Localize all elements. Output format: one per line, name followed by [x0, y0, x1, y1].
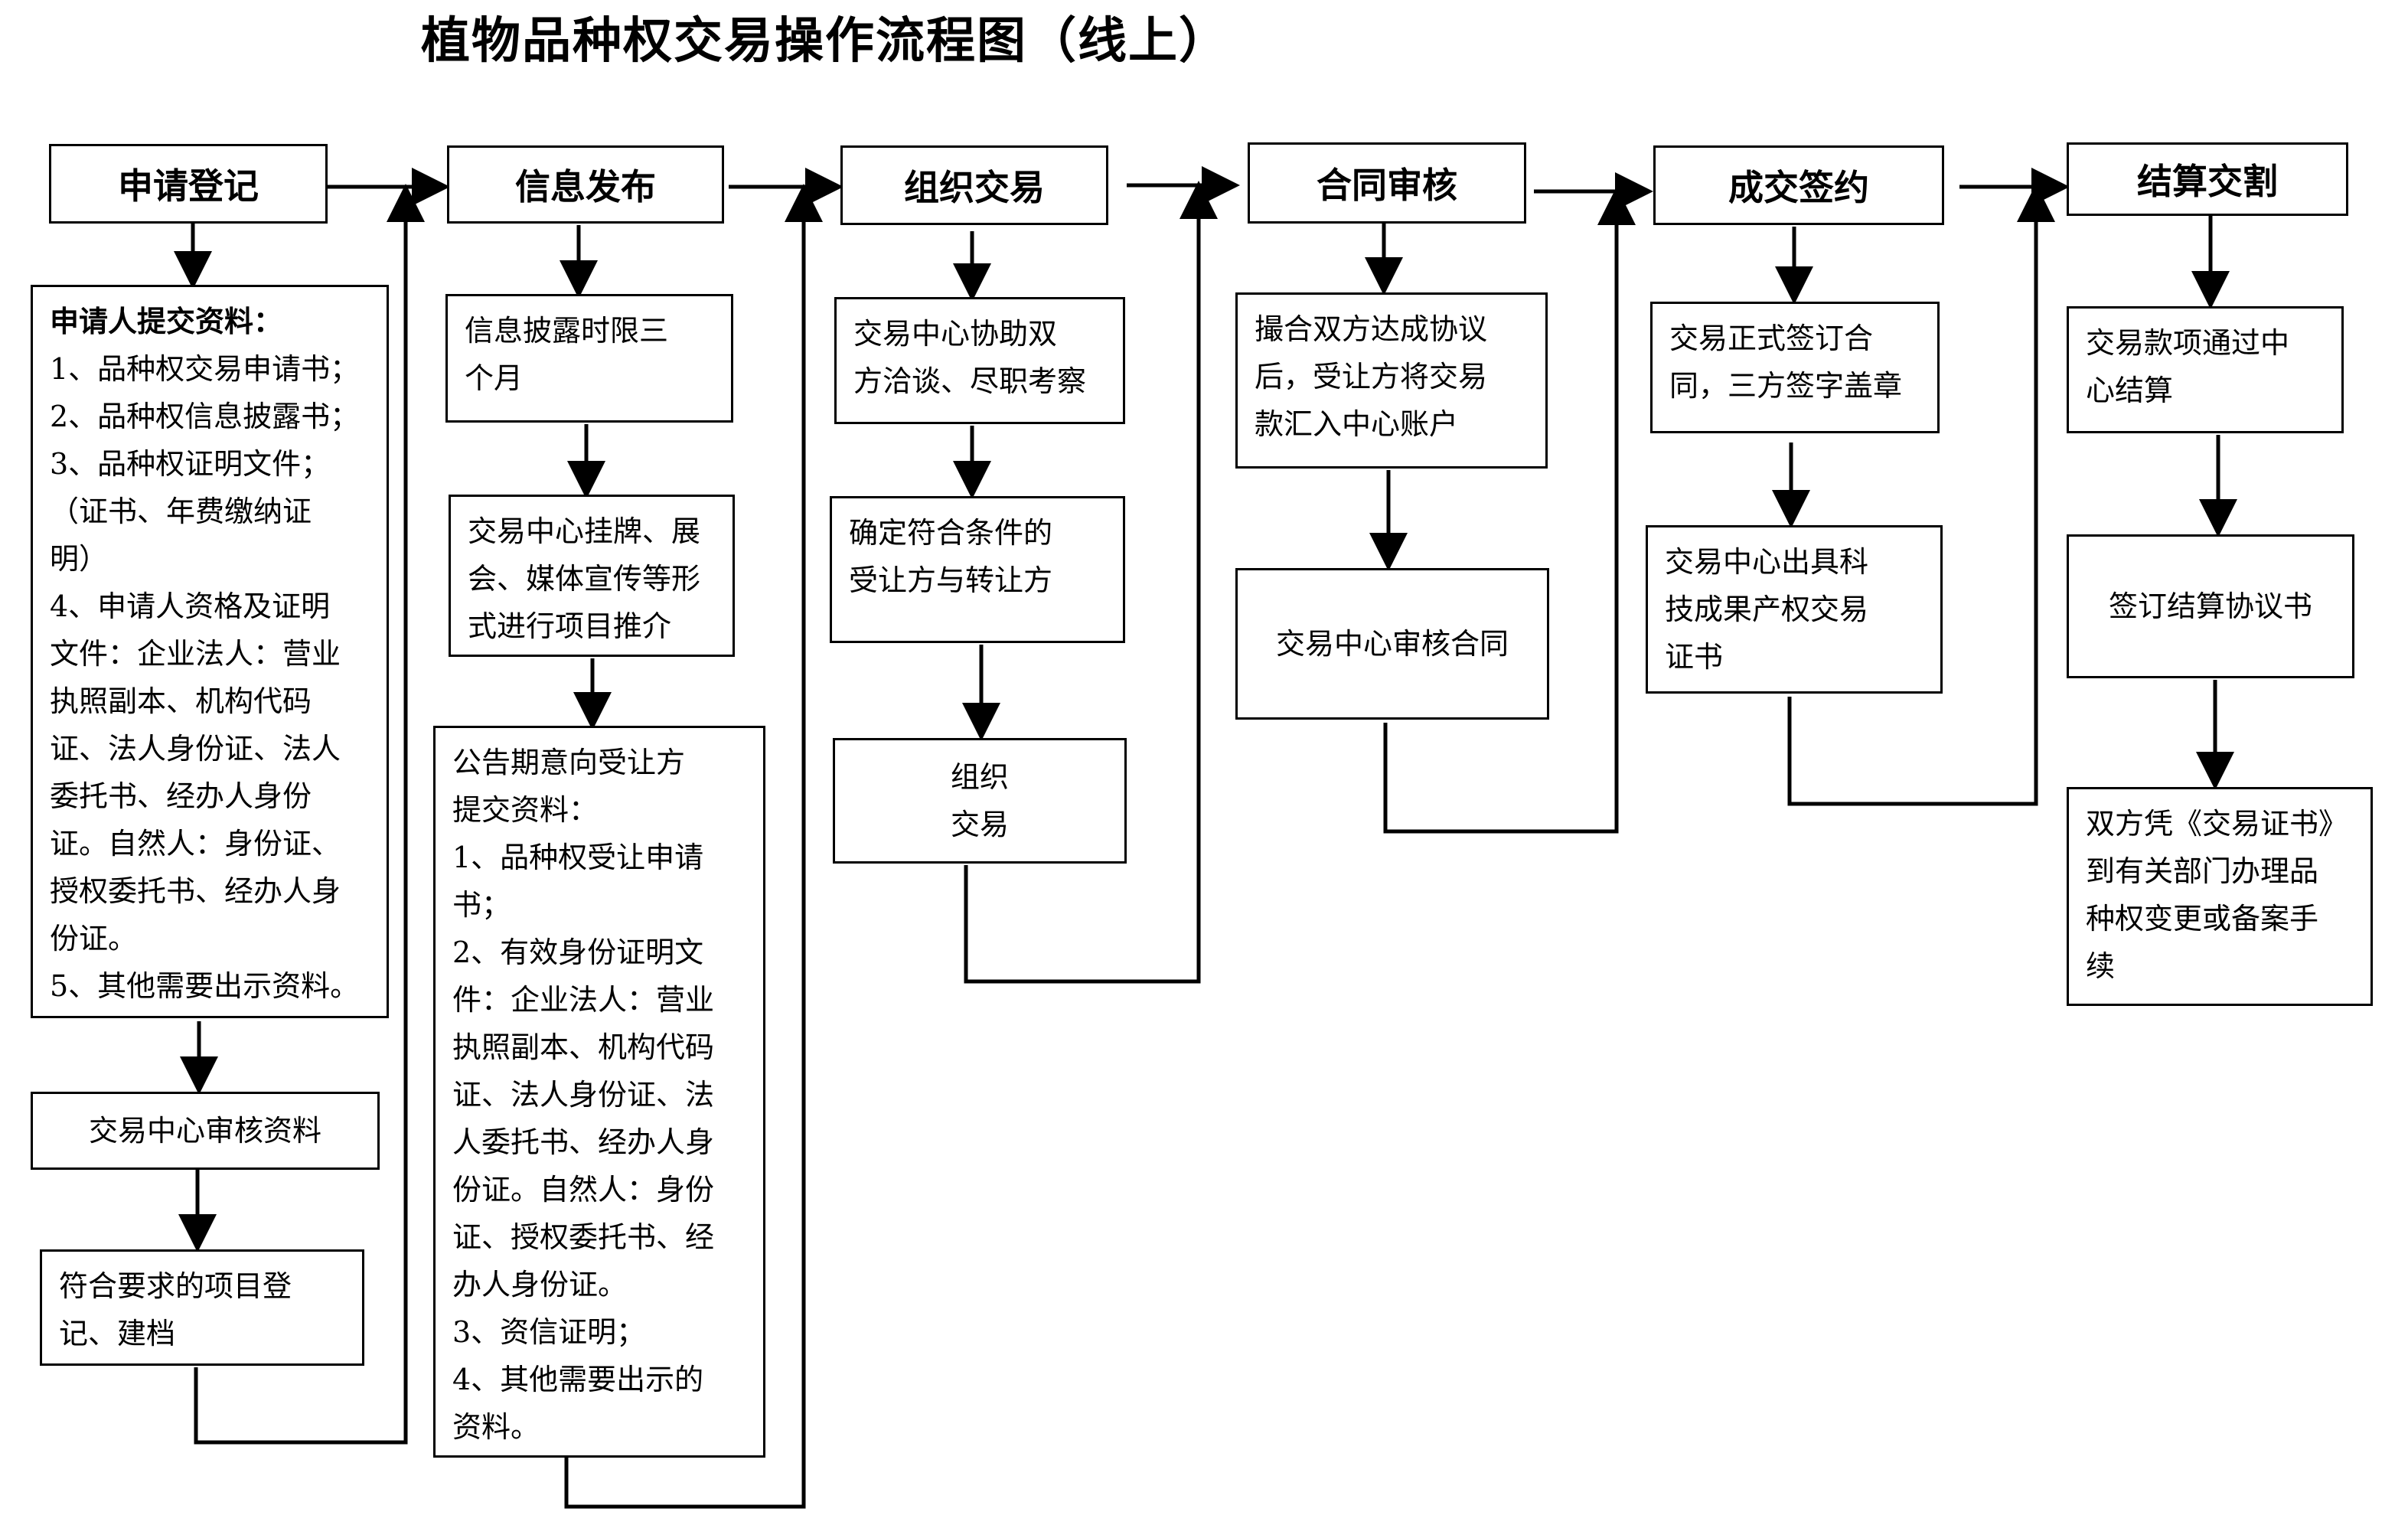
step-box-1-3: 符合要求的项目登记、建档 — [40, 1249, 364, 1366]
step-text-line: 交易中心挂牌、展 — [468, 514, 701, 548]
step-text-line: 符合要求的项目登 — [59, 1269, 292, 1303]
step-text-line: 同，三方签字盖章 — [1669, 369, 1903, 403]
page-title: 植物品种权交易操作流程图（线上） — [421, 13, 1229, 70]
return-arrow-4 — [1383, 187, 1636, 834]
step-text-line: 申请人提交资料： — [50, 305, 283, 338]
step-box-1-2: 交易中心审核资料 — [31, 1092, 380, 1170]
step-text-line: 公告期意向受让方 — [452, 746, 686, 779]
step-text-line: 证、法人身份证、法人 — [50, 732, 341, 766]
step-text-line: 份证。自然人：身份 — [452, 1173, 715, 1207]
stage-header-4: 合同审核 — [1248, 142, 1526, 224]
step-text-line: 交易中心审核合同 — [1275, 627, 1509, 661]
step-text-line: 款汇入中心账户 — [1255, 407, 1459, 441]
stage-header-6: 结算交割 — [2067, 142, 2348, 216]
step-text-line: 提交资料： — [452, 793, 599, 827]
step-box-3-1: 交易中心协助双方洽谈、尽职考察 — [834, 297, 1125, 424]
step-text-line: 到有关部门办理品 — [2086, 854, 2319, 888]
step-box-6-2: 签订结算协议书 — [2067, 534, 2354, 678]
step-text-line: 技成果产权交易 — [1665, 593, 1869, 626]
step-text-line: 交易中心审核资料 — [88, 1114, 321, 1148]
step-text-line: 心结算 — [2086, 374, 2174, 407]
step-text-line: 后，受让方将交易 — [1255, 360, 1488, 393]
step-text-line: 证、法人身份证、法 — [452, 1078, 715, 1112]
stage-header-5: 成交签约 — [1653, 145, 1944, 225]
step-text-line: 双方凭《交易证书》 — [2086, 807, 2348, 841]
step-text-line: 授权委托书、经办人身 — [50, 874, 341, 908]
stage-header-2: 信息发布 — [447, 145, 724, 224]
step-text-line: 个月 — [465, 361, 524, 395]
step-text-line: 确定符合条件的 — [849, 516, 1053, 550]
step-box-6-1: 交易款项通过中心结算 — [2067, 306, 2344, 433]
return-arrow-3 — [964, 181, 1218, 984]
step-box-3-2: 确定符合条件的受让方与转让方 — [830, 496, 1125, 643]
step-box-4-2: 交易中心审核合同 — [1235, 568, 1549, 720]
step-text-line: 2、品种权信息披露书； — [50, 400, 360, 433]
step-text-line: 证书 — [1665, 640, 1724, 674]
step-text-line: 文件：企业法人：营业 — [50, 637, 341, 671]
step-text-line: 人委托书、经办人身 — [452, 1125, 715, 1159]
step-box-3-3: 组织交易 — [833, 738, 1127, 864]
step-box-6-3: 双方凭《交易证书》到有关部门办理品种权变更或备案手续 — [2067, 787, 2373, 1006]
step-box-5-1: 交易正式签订合同，三方签字盖章 — [1650, 302, 1940, 433]
step-text-line: 组织 — [950, 760, 1009, 794]
return-arrow-1 — [194, 184, 425, 1445]
step-text-line: 式进行项目推介 — [468, 609, 672, 643]
step-text-line: 书； — [452, 888, 511, 922]
step-text-line: 交易正式签订合 — [1669, 322, 1874, 355]
step-text-line: 5、其他需要出示资料。 — [50, 969, 360, 1003]
step-text-line: 资料。 — [452, 1410, 540, 1444]
step-box-2-1: 信息披露时限三个月 — [445, 294, 733, 423]
step-text-line: 交易 — [950, 808, 1009, 841]
step-text-line: 交易中心协助双 — [853, 317, 1058, 351]
step-box-4-1: 撮合双方达成协议后，受让方将交易款汇入中心账户 — [1235, 292, 1548, 469]
step-text-line: 明） — [50, 542, 109, 576]
step-text-line: 3、品种权证明文件； — [50, 447, 331, 481]
step-text-line: 份证。 — [50, 922, 138, 955]
stage-header-3: 组织交易 — [840, 145, 1108, 225]
step-text-line: 1、品种权受让申请 — [452, 841, 704, 874]
step-text-line: 记、建档 — [59, 1317, 176, 1350]
step-text-line: 交易款项通过中 — [2086, 326, 2290, 360]
step-text-line: 2、有效身份证明文 — [452, 936, 704, 969]
step-text-line: 执照副本、机构代码 — [452, 1030, 715, 1064]
step-text-line: 签订结算协议书 — [2108, 589, 2312, 623]
return-arrow-2 — [564, 184, 823, 1509]
step-box-1-1: 申请人提交资料： 1、品种权交易申请书； 2、品种权信息披露书； 3、品种权证明文件；… — [31, 285, 389, 1018]
step-text-line: 撮合双方达成协议 — [1255, 312, 1488, 346]
step-text-line: 方洽谈、尽职考察 — [853, 364, 1087, 398]
step-box-2-2: 交易中心挂牌、展会、媒体宣传等形式进行项目推介 — [449, 495, 735, 657]
step-box-2-3: 公告期意向受让方提交资料： 1、品种权受让申请书； 2、有效身份证明文件：企业法人：… — [433, 726, 765, 1458]
step-text-line: 3、资信证明； — [452, 1315, 646, 1349]
step-text-line: 证。自然人：身份证、 — [50, 827, 341, 860]
step-text-line: 委托书、经办人身份 — [50, 779, 312, 813]
step-text-line: 续 — [2086, 949, 2116, 983]
step-text-line: 执照副本、机构代码 — [50, 684, 312, 718]
step-text-line: 1、品种权交易申请书； — [50, 352, 360, 386]
stage-header-1: 申请登记 — [49, 144, 328, 224]
step-text-line: 交易中心出具科 — [1665, 545, 1869, 579]
step-text-line: （证书、年费缴纳证 — [50, 495, 312, 528]
step-text-line: 件：企业法人：营业 — [452, 983, 715, 1017]
step-text-line: 办人身份证。 — [452, 1268, 628, 1301]
step-text-line: 证、授权委托书、经 — [452, 1220, 715, 1254]
step-text-line: 种权变更或备案手 — [2086, 902, 2319, 936]
step-text-line: 4、申请人资格及证明 — [50, 589, 331, 623]
step-text-line: 4、其他需要出示的 — [452, 1363, 704, 1396]
step-text-line: 受让方与转让方 — [849, 563, 1053, 597]
step-text-line: 信息披露时限三 — [465, 314, 669, 348]
return-arrow-5 — [1787, 184, 2055, 806]
step-box-5-2: 交易中心出具科技成果产权交易证书 — [1646, 525, 1943, 694]
step-text-line: 会、媒体宣传等形 — [468, 562, 701, 596]
